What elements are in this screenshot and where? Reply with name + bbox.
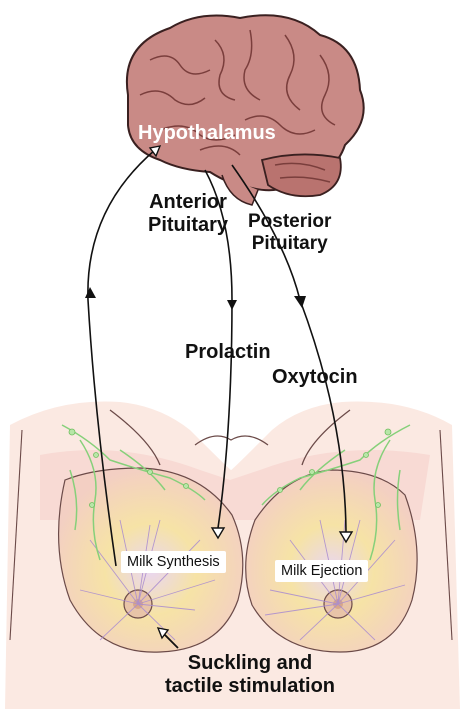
anterior-pituitary-label: Anterior Pituitary	[148, 191, 228, 237]
milk-synthesis-label: Milk Synthesis	[121, 551, 226, 573]
feedback-mid-arrowhead	[85, 287, 96, 298]
prolactin-mid-arrowhead	[227, 300, 237, 310]
suckling-label: Suckling and tactile stimulation	[160, 652, 340, 698]
brain	[127, 15, 364, 205]
milk-ejection-label: Milk Ejection	[275, 560, 368, 582]
anterior-pituitary-line2: Pituitary	[148, 214, 228, 237]
oxytocin-label: Oxytocin	[272, 366, 358, 389]
suckling-line1: Suckling and	[160, 652, 340, 675]
hypothalamus-label: Hypothalamus	[138, 122, 276, 145]
prolactin-label: Prolactin	[185, 341, 271, 364]
suckling-line2: tactile stimulation	[160, 675, 340, 698]
posterior-pituitary-line2: Pituitary	[248, 233, 331, 255]
posterior-pituitary-label: Posterior Pituitary	[248, 211, 331, 255]
oxytocin-mid-arrowhead	[294, 296, 306, 308]
posterior-pituitary-line1: Posterior	[248, 211, 331, 233]
anterior-pituitary-line1: Anterior	[148, 191, 228, 214]
